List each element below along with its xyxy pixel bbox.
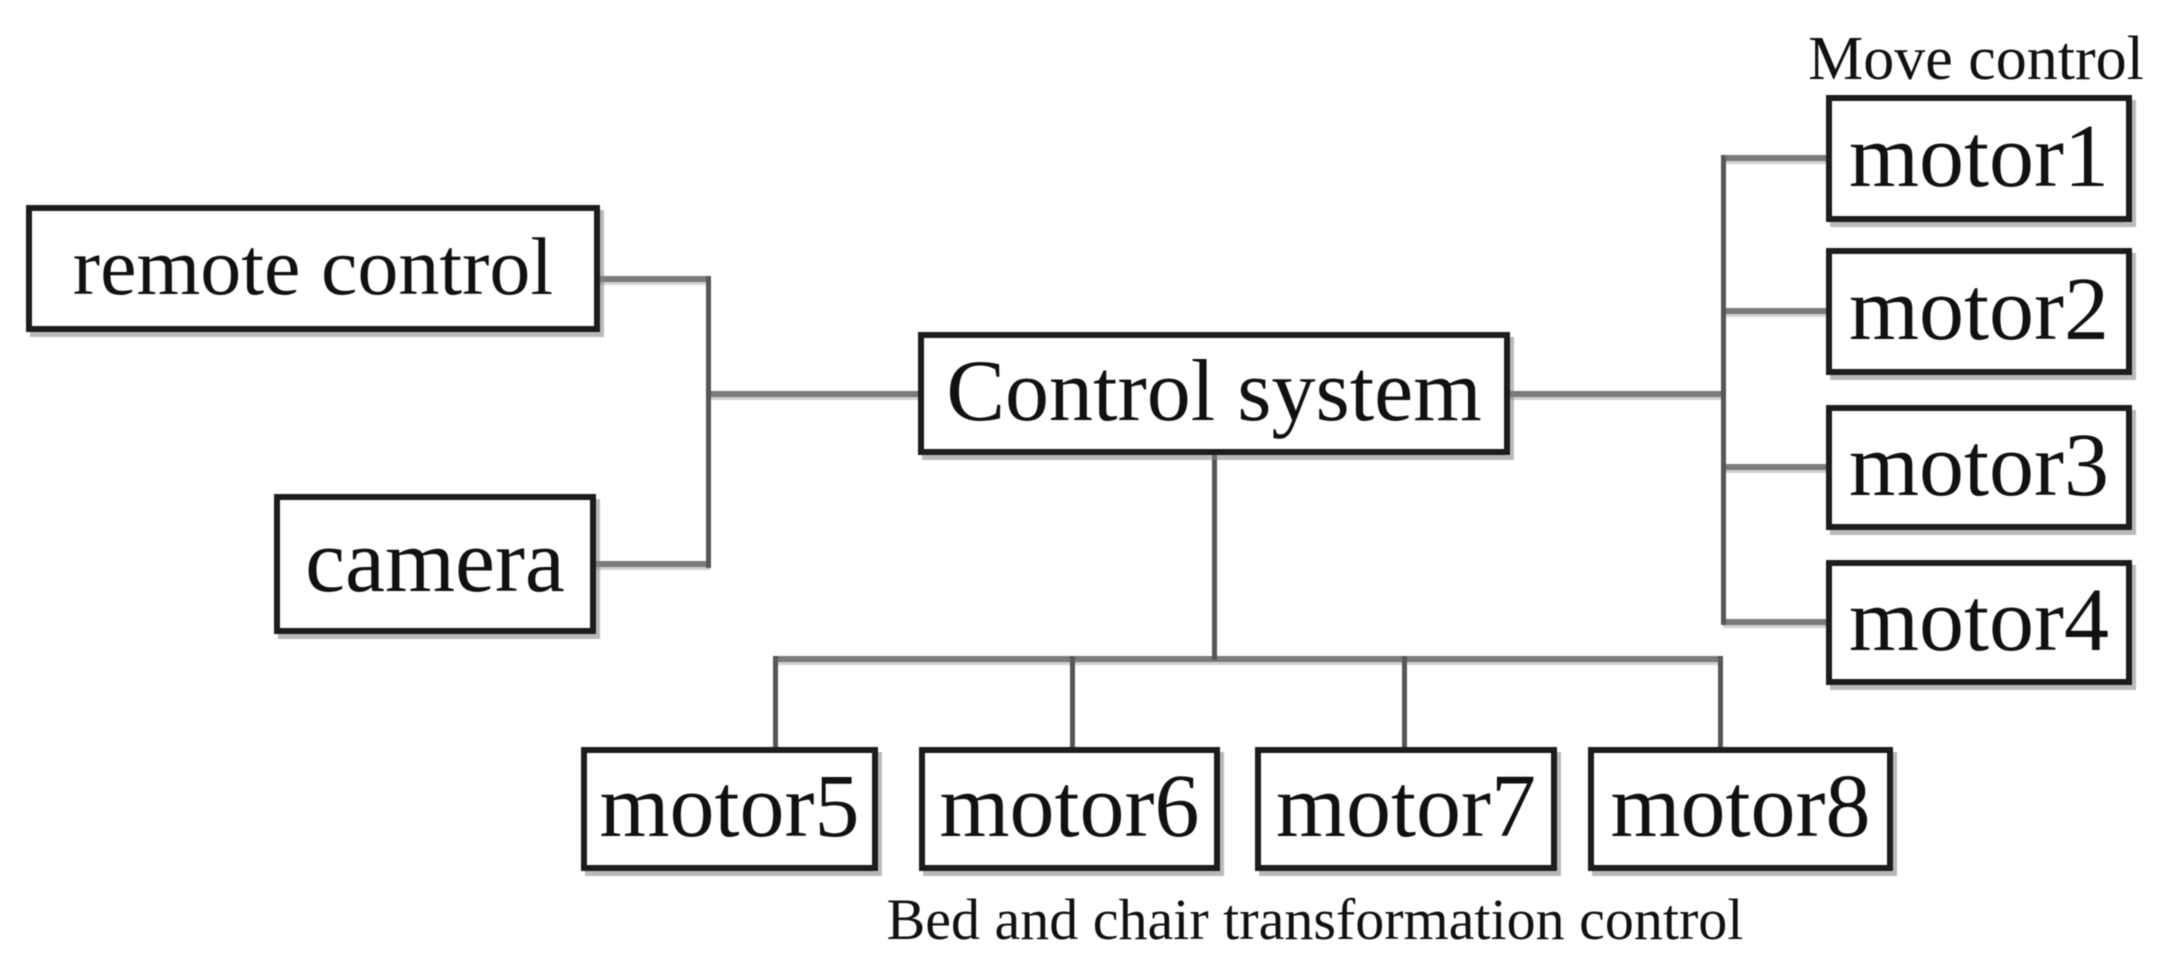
node-motor4: motor4: [1826, 560, 2132, 685]
node-motor6: motor6: [919, 747, 1220, 871]
node-control-system-label: Control system: [946, 342, 1482, 440]
connector-bus-to-motor4: [1723, 619, 1828, 625]
connector-camera-to-bus: [594, 561, 710, 567]
connector-bus-to-motor2: [1723, 308, 1828, 314]
node-motor4-label: motor4: [1849, 570, 2109, 670]
connector-drop-motor8: [1718, 656, 1723, 750]
connector-right-bus: [1721, 155, 1726, 625]
caption-bed-chair-transformation: Bed and chair transformation control: [886, 887, 1744, 952]
node-motor2: motor2: [1826, 248, 2132, 375]
connector-bus-to-control: [706, 391, 920, 397]
node-motor5-label: motor5: [599, 757, 860, 856]
node-motor5: motor5: [581, 747, 878, 871]
caption-move-control: Move control: [1808, 25, 2144, 93]
node-motor1: motor1: [1826, 95, 2132, 222]
connector-drop-motor5: [773, 656, 778, 750]
node-motor6-label: motor6: [939, 757, 1200, 856]
connector-left-bus: [706, 276, 711, 568]
node-camera: camera: [274, 494, 596, 634]
connector-control-to-right-bus: [1508, 391, 1724, 397]
node-motor8: motor8: [1588, 747, 1893, 871]
connector-drop-motor7: [1402, 656, 1407, 750]
node-motor3-label: motor3: [1849, 415, 2109, 515]
connector-bus-to-motor3: [1723, 464, 1828, 470]
connector-drop-motor6: [1070, 656, 1075, 750]
node-motor2-label: motor2: [1849, 259, 2109, 359]
connector-bus-to-motor1: [1723, 155, 1828, 161]
connector-bottom-bus: [773, 656, 1723, 662]
node-motor8-label: motor8: [1610, 757, 1871, 856]
connector-remote-to-bus: [598, 276, 710, 282]
connector-control-down: [1212, 453, 1217, 660]
node-remote-control-label: remote control: [72, 220, 554, 312]
node-motor3: motor3: [1826, 405, 2132, 530]
node-motor7: motor7: [1255, 747, 1557, 871]
node-control-system: Control system: [918, 332, 1510, 455]
node-motor1-label: motor1: [1849, 106, 2109, 206]
node-camera-label: camera: [305, 512, 565, 611]
node-motor7-label: motor7: [1276, 757, 1536, 856]
node-remote-control: remote control: [26, 205, 600, 332]
